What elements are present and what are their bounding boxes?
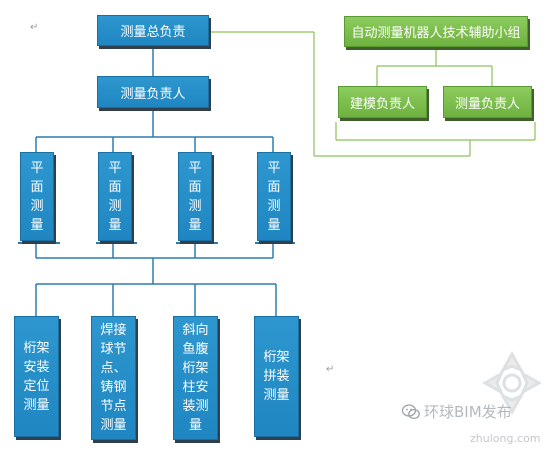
assist-group-box: 自动测量机器人技术辅助小组 [344,16,528,47]
truss-assembly-label: 桁架 拼装 测量 [263,350,290,403]
plane-survey-label-3: 平 面 测 量 [188,160,202,233]
survey-manager-box: 测量负责人 [97,76,209,108]
survey-manager-label: 测量负责人 [120,86,186,102]
chief-surveyor-box: 测量总负责 [97,15,209,46]
plane-survey-box-3: 平 面 测 量 [178,152,212,241]
plane-survey-box-2: 平 面 测 量 [98,152,132,241]
group-survey-lead-box: 测量负责人 [443,86,532,118]
fishbelly-column-label: 斜向 鱼腹 桁架 柱安 装测 量 [182,323,209,433]
plane-survey-label-1: 平 面 测 量 [30,160,44,233]
assist-group-title: 自动测量机器人技术辅助小组 [351,26,521,41]
ball-node-cast-steel-box: 焊接 球节 点、 铸钢 节点 测量 [91,316,136,440]
plane-survey-box-1: 平 面 测 量 [20,152,54,241]
truss-assembly-box: 桁架 拼装 测量 [254,316,299,437]
watermark-text: 环球BIM发布 [424,403,512,421]
plane-survey-box-4: 平 面 测 量 [257,152,291,241]
plane-survey-label-4: 平 面 测 量 [267,160,281,233]
group-survey-lead-label: 测量负责人 [454,96,520,112]
wechat-icon [402,404,420,420]
paragraph-mark-top: ↵ [30,22,39,33]
modeling-lead-label: 建模负责人 [349,96,415,112]
truss-positioning-label: 桁架 安装 定位 测量 [23,340,50,413]
modeling-lead-box: 建模负责人 [338,86,427,118]
paragraph-mark-right: ↵ [326,364,335,375]
ball-node-cast-steel-label: 焊接 球节 点、 铸钢 节点 测量 [100,323,127,433]
watermark-site: zhulong.com [470,432,541,445]
fishbelly-column-box: 斜向 鱼腹 桁架 柱安 装测 量 [173,316,218,440]
zhulong-watermark-icon [481,350,543,416]
plane-survey-label-2: 平 面 测 量 [108,160,122,233]
chief-surveyor-label: 测量总负责 [120,25,186,40]
truss-positioning-box: 桁架 安装 定位 测量 [14,316,59,437]
